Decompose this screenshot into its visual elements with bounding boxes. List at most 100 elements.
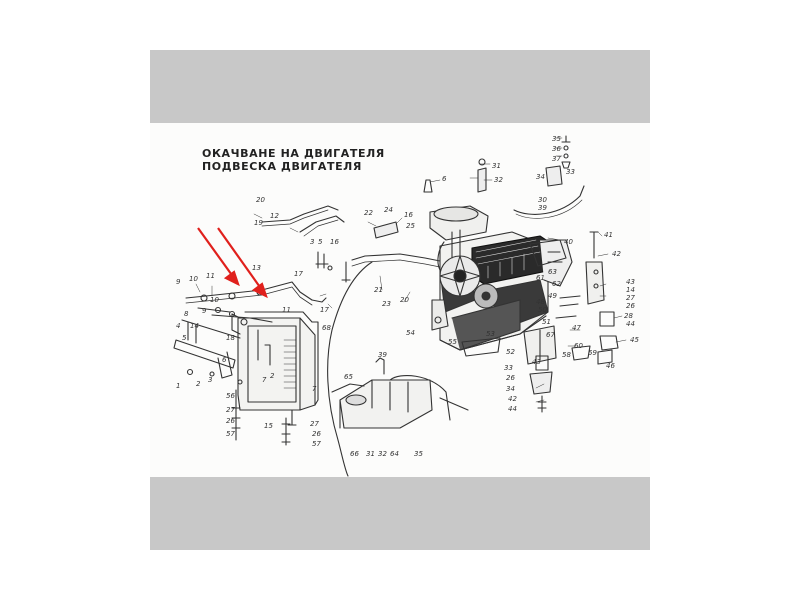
svg-text:51: 51 <box>542 318 551 326</box>
svg-text:19: 19 <box>254 219 263 227</box>
svg-text:33: 33 <box>504 364 513 372</box>
svg-text:16: 16 <box>330 238 339 246</box>
svg-text:20: 20 <box>256 196 265 204</box>
part-number-labels: 35 36 37 31 32 34 33 30 39 6 20 19 12 22… <box>176 135 639 458</box>
svg-text:7: 7 <box>262 376 267 384</box>
svg-text:16: 16 <box>404 211 413 219</box>
svg-text:64: 64 <box>390 450 399 458</box>
svg-text:42: 42 <box>612 250 621 258</box>
svg-text:21: 21 <box>374 286 383 294</box>
upper-hose <box>185 281 327 306</box>
svg-text:5: 5 <box>318 238 323 246</box>
svg-text:14: 14 <box>626 286 635 294</box>
radiator-support-bar <box>173 319 243 385</box>
svg-text:3: 3 <box>208 376 212 384</box>
svg-text:35: 35 <box>552 135 561 143</box>
svg-text:3: 3 <box>310 238 314 246</box>
svg-text:17: 17 <box>294 270 303 278</box>
hose-arrow-left <box>197 227 240 287</box>
svg-text:67: 67 <box>546 331 555 339</box>
svg-text:26: 26 <box>312 430 321 438</box>
svg-text:46: 46 <box>606 362 615 370</box>
svg-text:36: 36 <box>552 145 561 153</box>
svg-text:34: 34 <box>536 173 545 181</box>
expansion-tank <box>339 357 433 429</box>
svg-text:61: 61 <box>536 274 545 282</box>
radiator-assembly <box>231 311 319 426</box>
svg-text:26: 26 <box>626 302 635 310</box>
svg-text:14: 14 <box>190 322 199 330</box>
svg-text:59: 59 <box>588 349 597 357</box>
svg-text:1: 1 <box>176 382 180 390</box>
svg-text:11: 11 <box>282 306 291 314</box>
svg-text:34: 34 <box>506 385 515 393</box>
svg-text:49: 49 <box>548 292 557 300</box>
svg-text:26: 26 <box>226 417 235 425</box>
svg-text:10: 10 <box>189 275 198 283</box>
svg-text:68: 68 <box>322 324 331 332</box>
svg-text:44: 44 <box>508 405 517 413</box>
svg-text:9: 9 <box>176 278 181 286</box>
diagram-title-bulgarian: ОКАЧВАНЕ НА ДВИГАТЕЛЯ <box>202 147 385 160</box>
svg-text:44: 44 <box>626 320 635 328</box>
svg-text:56: 56 <box>226 392 235 400</box>
svg-text:9: 9 <box>202 307 207 315</box>
lower-pipes <box>197 306 273 326</box>
svg-text:57: 57 <box>312 440 321 448</box>
svg-text:30: 30 <box>538 196 547 204</box>
svg-text:33: 33 <box>566 168 575 176</box>
svg-text:54: 54 <box>406 329 415 337</box>
svg-text:43: 43 <box>626 278 635 286</box>
svg-text:15: 15 <box>264 422 273 430</box>
svg-text:40: 40 <box>564 238 573 246</box>
svg-text:42: 42 <box>508 395 517 403</box>
svg-text:27: 27 <box>626 294 635 302</box>
svg-text:48: 48 <box>536 298 545 306</box>
svg-text:4: 4 <box>176 322 180 330</box>
svg-text:11: 11 <box>206 272 215 280</box>
svg-text:27: 27 <box>310 420 319 428</box>
bottom-gray-band <box>150 477 650 550</box>
svg-text:22: 22 <box>364 209 373 217</box>
svg-text:5: 5 <box>182 334 187 342</box>
svg-text:47: 47 <box>572 324 581 332</box>
hose-arrow-right <box>217 227 268 299</box>
svg-text:60: 60 <box>574 342 583 350</box>
long-coolant-pipe <box>327 253 446 477</box>
svg-text:31: 31 <box>492 162 501 170</box>
svg-text:35: 35 <box>414 450 423 458</box>
svg-text:39: 39 <box>378 351 387 359</box>
svg-text:10: 10 <box>210 296 219 304</box>
svg-text:23: 23 <box>382 300 391 308</box>
svg-text:31: 31 <box>366 450 375 458</box>
diagram-title-russian: ПОДВЕСКА ДВИГАТЕЛЯ <box>202 160 362 173</box>
svg-text:45: 45 <box>630 336 639 344</box>
svg-text:12: 12 <box>270 212 279 220</box>
svg-text:62: 62 <box>552 280 561 288</box>
svg-text:28: 28 <box>624 312 633 320</box>
svg-text:6: 6 <box>442 175 447 183</box>
top-gray-band <box>150 50 650 123</box>
svg-text:20: 20 <box>400 296 409 304</box>
svg-text:2: 2 <box>270 372 275 380</box>
svg-text:58: 58 <box>562 351 571 359</box>
svg-text:39: 39 <box>538 204 547 212</box>
svg-text:37: 37 <box>552 155 561 163</box>
svg-text:53: 53 <box>486 330 495 338</box>
svg-text:57: 57 <box>226 430 235 438</box>
svg-text:32: 32 <box>494 176 503 184</box>
svg-text:7: 7 <box>312 385 317 393</box>
svg-text:25: 25 <box>406 222 415 230</box>
svg-text:63: 63 <box>548 268 557 276</box>
svg-text:32: 32 <box>378 450 387 458</box>
svg-text:50: 50 <box>538 306 547 314</box>
svg-text:2: 2 <box>196 380 201 388</box>
svg-text:65: 65 <box>344 373 353 381</box>
svg-text:6: 6 <box>222 356 227 364</box>
svg-text:24: 24 <box>384 206 393 214</box>
svg-text:55: 55 <box>448 338 457 346</box>
svg-text:8: 8 <box>184 310 189 318</box>
svg-text:18: 18 <box>226 334 235 342</box>
svg-text:43: 43 <box>532 358 541 366</box>
